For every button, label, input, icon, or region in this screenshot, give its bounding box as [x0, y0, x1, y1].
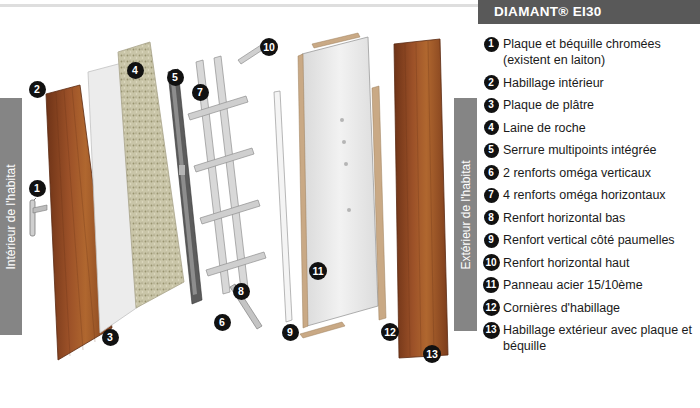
wood-grain	[56, 88, 95, 356]
title-text: DIAMANT® EI30	[478, 0, 700, 24]
trim-angle	[300, 322, 345, 338]
top-rule	[0, 4, 478, 7]
vertical-omega	[214, 56, 248, 290]
callout-number: 1	[29, 180, 46, 197]
callout-text: 1	[34, 182, 40, 194]
callout-text: 13	[485, 324, 496, 336]
callout-text: 7	[197, 86, 203, 98]
part-description: 4 renforts oméga horizontaux	[503, 187, 697, 203]
list-number: 6	[484, 165, 499, 180]
part-description: Plaque de plâtre	[503, 97, 697, 113]
callout-number: 4	[127, 62, 144, 79]
list-number: 3	[484, 98, 499, 113]
lock-case	[179, 165, 185, 175]
panel-hole	[342, 140, 346, 144]
part-description: 2 renforts oméga verticaux	[503, 165, 697, 181]
horizontal-omega	[206, 252, 266, 276]
part-description: Habillage extérieur avec plaque et béqui…	[503, 322, 697, 354]
callout-number: 8	[233, 283, 250, 300]
panel-hole	[344, 162, 348, 166]
list-number: 13	[483, 322, 500, 339]
wood-grain	[405, 41, 434, 356]
callout-text: 3	[488, 99, 494, 111]
panel-hole	[340, 118, 344, 122]
callout-text: 5	[172, 71, 178, 83]
list-number: 12	[483, 299, 500, 316]
callout-text: 6	[219, 316, 225, 328]
list-number: 8	[484, 210, 499, 225]
part-description: Renfort horizontal bas	[503, 210, 697, 226]
part-description: Renfort horizontal haut	[503, 255, 697, 271]
band-label: Intérieur de l'habitat	[4, 164, 18, 269]
callout-text: 4	[488, 122, 494, 134]
leader-line	[34, 198, 36, 200]
callout-text: 9	[488, 234, 494, 246]
list-number: 11	[483, 277, 499, 293]
list-number: 1	[484, 37, 499, 52]
parts-list: Plaque et béquille chromées (existent en…	[503, 36, 697, 361]
callout-text: 8	[488, 212, 494, 224]
horizontal-omega	[194, 148, 254, 172]
list-number: 10	[483, 254, 500, 271]
callout-number: 6	[214, 314, 231, 331]
list-number: 7	[484, 188, 499, 203]
band-label: Extérieur de l'habitat	[459, 160, 473, 269]
callout-text: 10	[485, 257, 496, 269]
title-bar: DIAMANT® EI30	[478, 0, 700, 24]
trim-angle	[312, 33, 360, 48]
side-band: Extérieur de l'habitat	[454, 98, 477, 331]
callout-number: 9	[282, 324, 299, 341]
side-band: Intérieur de l'habitat	[0, 98, 22, 335]
part-description: Laine de roche	[503, 120, 697, 136]
callout-text: 8	[238, 285, 244, 297]
callout-text: 10	[263, 41, 275, 53]
callout-text: 6	[488, 167, 494, 179]
steel-panel	[302, 37, 378, 326]
part-description: Renfort vertical côté paumelles	[503, 232, 697, 248]
part-description: Panneau acier 15/10ème	[503, 277, 697, 293]
list-number: 5	[484, 143, 499, 158]
callout-text: 13	[426, 348, 438, 360]
horizontal-omega	[200, 200, 260, 224]
callout-text: 2	[488, 77, 494, 89]
callout-text: 12	[384, 326, 396, 338]
callout-number: 11	[309, 262, 327, 280]
callout-number: 10	[260, 38, 278, 56]
callout-number: 7	[192, 84, 209, 101]
callout-text: 11	[312, 265, 323, 277]
callout-number: 3	[102, 329, 119, 346]
part-description: Habillage intérieur	[503, 75, 697, 91]
rock-wool	[118, 42, 184, 308]
callout-text: 2	[34, 83, 40, 95]
panel-hole	[347, 208, 351, 212]
list-number: 9	[484, 233, 499, 248]
callout-number: 5	[167, 69, 184, 86]
callout-number: 2	[29, 81, 46, 98]
multipoint-lock	[168, 69, 202, 304]
list-number: 2	[484, 75, 499, 90]
callout-text: 7	[488, 189, 494, 201]
part-description: Plaque et béquille chromées (existent en…	[503, 36, 697, 68]
handle-plate	[30, 200, 35, 236]
trim-angle	[372, 86, 386, 320]
handle-lever	[33, 205, 47, 213]
exterior-cladding	[394, 39, 448, 358]
callout-text: 9	[287, 326, 293, 338]
callout-text: 4	[132, 64, 138, 76]
callout-text: 1	[488, 38, 494, 50]
callout-number: 13	[423, 345, 441, 363]
callout-text: 11	[486, 279, 497, 291]
callout-number: 12	[381, 323, 399, 341]
part-description: Cornières d'habillage	[503, 300, 697, 316]
part-description: Serrure multipoints intégrée	[503, 142, 697, 158]
callout-text: 12	[485, 302, 496, 314]
hinge-reinforcement	[274, 91, 292, 322]
callout-text: 5	[488, 144, 494, 156]
list-number: 4	[484, 120, 499, 135]
panel-flange	[298, 54, 308, 328]
callout-text: 3	[107, 331, 113, 343]
